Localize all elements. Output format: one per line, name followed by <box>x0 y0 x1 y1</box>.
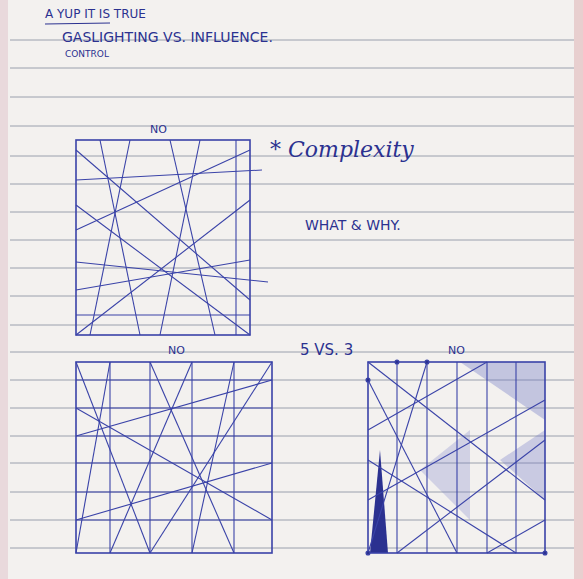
line-sketch <box>366 360 547 555</box>
underline <box>45 23 110 24</box>
sub-note: CONTROL <box>65 50 109 60</box>
note: WHAT & WHY. <box>305 218 401 233</box>
sketch-label: NO <box>150 124 167 136</box>
note: 5 VS. 3 <box>300 342 353 359</box>
page-edge <box>574 0 583 579</box>
sketch-label: NO <box>448 345 465 357</box>
margin-note: * Complexity <box>270 138 414 162</box>
page-edge <box>0 0 8 579</box>
line-sketch <box>76 362 272 553</box>
page-note: A YUP IT IS TRUE <box>45 8 146 21</box>
ruled-lines <box>10 40 574 548</box>
heading-note: GASLIGHTING VS. INFLUENCE. <box>62 30 273 45</box>
sketch-label: NO <box>168 345 185 357</box>
line-sketch <box>76 140 268 335</box>
